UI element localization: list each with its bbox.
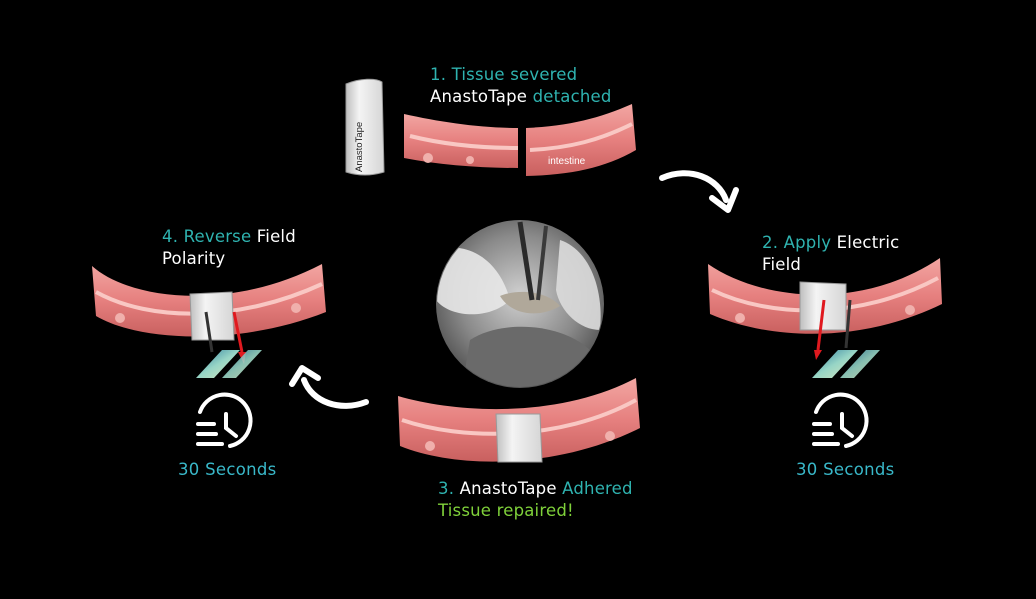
step2-field: Field (762, 255, 802, 274)
surgery-photo (436, 220, 604, 388)
step3-number: 3. (438, 479, 455, 498)
step2-electric: Electric (836, 233, 900, 252)
step4-field: Field (256, 227, 296, 246)
clock-icon-right (812, 392, 869, 448)
step4-polarity: Polarity (162, 249, 226, 268)
step3-repaired: Tissue repaired! (438, 501, 574, 520)
step1-title: 1. Tissue severed (430, 64, 577, 85)
intestine-step3 (398, 378, 640, 463)
step2-subtitle: Field (762, 254, 801, 275)
timer-right: 30 Seconds (796, 460, 895, 479)
intestine-severed-left (404, 114, 519, 168)
step2-apply: Apply (783, 233, 832, 252)
intestine-severed-right: intestine (526, 104, 636, 176)
step1-line1: Tissue severed (451, 65, 578, 84)
tape-label: AnastoTape (354, 122, 365, 172)
step3-subtitle: Tissue repaired! (438, 500, 574, 521)
step4-reverse: Reverse (183, 227, 252, 246)
step3-adhered: Adhered (562, 479, 633, 498)
arrow-icon-1-to-2 (659, 170, 739, 213)
intestine-step2 (708, 258, 942, 334)
step3-title: 3. AnastoTape Adhered (438, 478, 633, 499)
arrow-icon-3-to-4 (289, 365, 369, 409)
intestine-step4 (92, 264, 326, 341)
probe-icon (814, 299, 852, 360)
step2-title: 2. Apply Electric (762, 232, 899, 253)
step1-subtitle: AnastoTape detached (430, 86, 612, 107)
step2-number: 2. (762, 233, 779, 252)
step3-anastotape: AnastoTape (459, 479, 557, 498)
step1-anastotape: AnastoTape (430, 87, 528, 106)
step4-title: 4. Reverse Field (162, 226, 296, 247)
step1-number: 1. (430, 65, 447, 84)
intestine-label: intestine (548, 156, 586, 167)
clock-icon-left (196, 392, 253, 448)
anastotape-detached: AnastoTape (345, 78, 385, 176)
step4-subtitle: Polarity (162, 248, 225, 269)
timer-left: 30 Seconds (178, 460, 277, 479)
step1-detached: detached (532, 87, 612, 106)
electrode-pad-icon (812, 350, 880, 378)
electrode-pad-icon-reverse (196, 350, 262, 378)
step4-number: 4. (162, 227, 179, 246)
